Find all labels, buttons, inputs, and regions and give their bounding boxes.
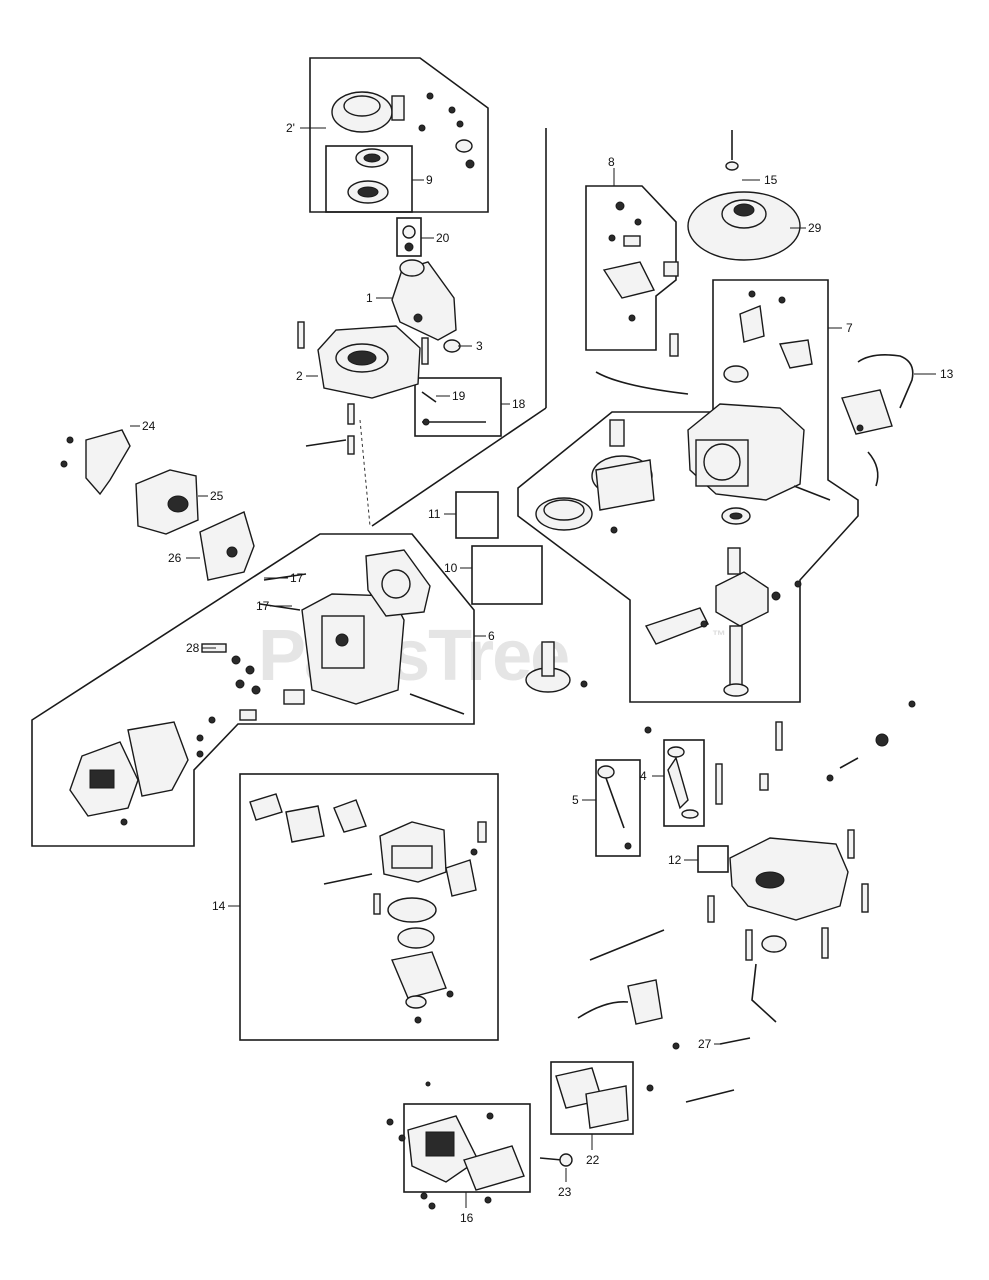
part-19-pin [421, 391, 486, 426]
breather-tube [841, 354, 914, 487]
callout-labels: 2' 9 20 1 3 2 19 18 24 25 26 11 10 17 17… [142, 121, 954, 1225]
recoil-small-parts [418, 92, 475, 169]
air-filter-frame [403, 1103, 531, 1193]
shroud-bolts [297, 321, 461, 455]
part-11-box [455, 491, 499, 539]
air-filter-element [555, 1067, 629, 1129]
assembly-guide-line [359, 419, 371, 527]
crankcase-bolts [707, 700, 916, 961]
callout-17-b: 17 [256, 599, 270, 613]
callout-13: 13 [940, 367, 954, 381]
callout-1: 1 [366, 291, 373, 305]
callout-10: 10 [444, 561, 458, 575]
callout-24: 24 [142, 419, 156, 433]
ignition-coil [739, 290, 813, 369]
callout-9: 9 [426, 173, 433, 187]
part-5-box [595, 759, 641, 857]
starter-pulley [347, 148, 389, 204]
valve-cover-bolts [120, 716, 216, 826]
callout-7: 7 [846, 321, 853, 335]
callout-12: 12 [668, 853, 682, 867]
callout-26: 26 [168, 551, 182, 565]
cylinder-head [301, 593, 405, 705]
callout-16: 16 [460, 1211, 474, 1225]
wing-nut [539, 1153, 573, 1167]
crankcase-cover [729, 837, 849, 953]
governor-link [595, 371, 689, 395]
heat-shield [199, 511, 255, 581]
callout-4: 4 [640, 769, 647, 783]
dipstick [597, 765, 632, 850]
callout-14: 14 [212, 899, 226, 913]
callout-11: 11 [428, 507, 441, 521]
push-rods [259, 573, 465, 715]
throttle-linkage [577, 929, 777, 1103]
part-10-box [471, 545, 543, 605]
dipstick-wire [305, 439, 347, 447]
governor-frame [585, 185, 677, 351]
callout-28: 28 [186, 641, 200, 655]
carburetor-gaskets [249, 793, 367, 843]
cylinder-shroud [317, 325, 421, 399]
callout-20: 20 [436, 231, 450, 245]
engine-block [687, 365, 831, 525]
watermark-trademark: ™ [712, 627, 726, 643]
part-18-box [414, 377, 502, 437]
carburetor-screws [323, 821, 487, 1024]
recoil-starter-housing [331, 91, 405, 133]
air-filter-cover [386, 1081, 525, 1210]
callout-23: 23 [558, 1185, 572, 1199]
valve-cover [69, 721, 189, 817]
part-4-box [663, 739, 705, 827]
part-20-box [396, 217, 422, 257]
blower-housing [391, 259, 457, 341]
governor-parts [602, 201, 679, 357]
flywheel [687, 161, 801, 261]
separator-line-diagonal [371, 407, 547, 527]
short-block-frame [517, 279, 859, 703]
muffler-guard [60, 429, 131, 496]
callout-18: 18 [512, 397, 526, 411]
muffler [135, 469, 199, 535]
callout-3: 3 [476, 339, 483, 353]
dipstick-tube [667, 746, 699, 819]
callout-27: 27 [698, 1037, 712, 1051]
callout-17-a: 17 [290, 571, 304, 585]
head-gasket [365, 549, 431, 617]
recoil-starter-frame [309, 57, 489, 213]
callout-22: 22 [586, 1153, 600, 1167]
carburetor-frame [239, 773, 499, 1041]
crankshaft [644, 547, 802, 697]
starter-pulley-box [325, 145, 413, 213]
leader-lines [130, 127, 936, 1208]
callout-25: 25 [210, 489, 224, 503]
callout-2: 2 [296, 369, 303, 383]
piston-assembly [535, 419, 655, 534]
air-filter-base [407, 1115, 479, 1183]
callout-8: 8 [608, 155, 615, 169]
part-12-box [697, 845, 729, 873]
callout-2-prime: 2' [286, 121, 295, 135]
cam-gear [525, 641, 588, 693]
callout-29: 29 [808, 221, 822, 235]
callout-5: 5 [572, 793, 579, 807]
callout-6: 6 [488, 629, 495, 643]
callout-19: 19 [452, 389, 466, 403]
carburetor-body [379, 821, 477, 1009]
cylinder-head-frame [31, 533, 475, 847]
callout-15: 15 [764, 173, 778, 187]
part-20-spring [402, 225, 416, 252]
small-bolt [644, 726, 652, 734]
